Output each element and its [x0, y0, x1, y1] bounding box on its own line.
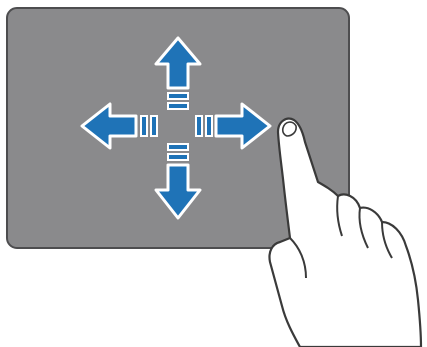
touchpad-gesture-illustration — [0, 0, 427, 347]
gesture-canvas — [0, 0, 427, 347]
